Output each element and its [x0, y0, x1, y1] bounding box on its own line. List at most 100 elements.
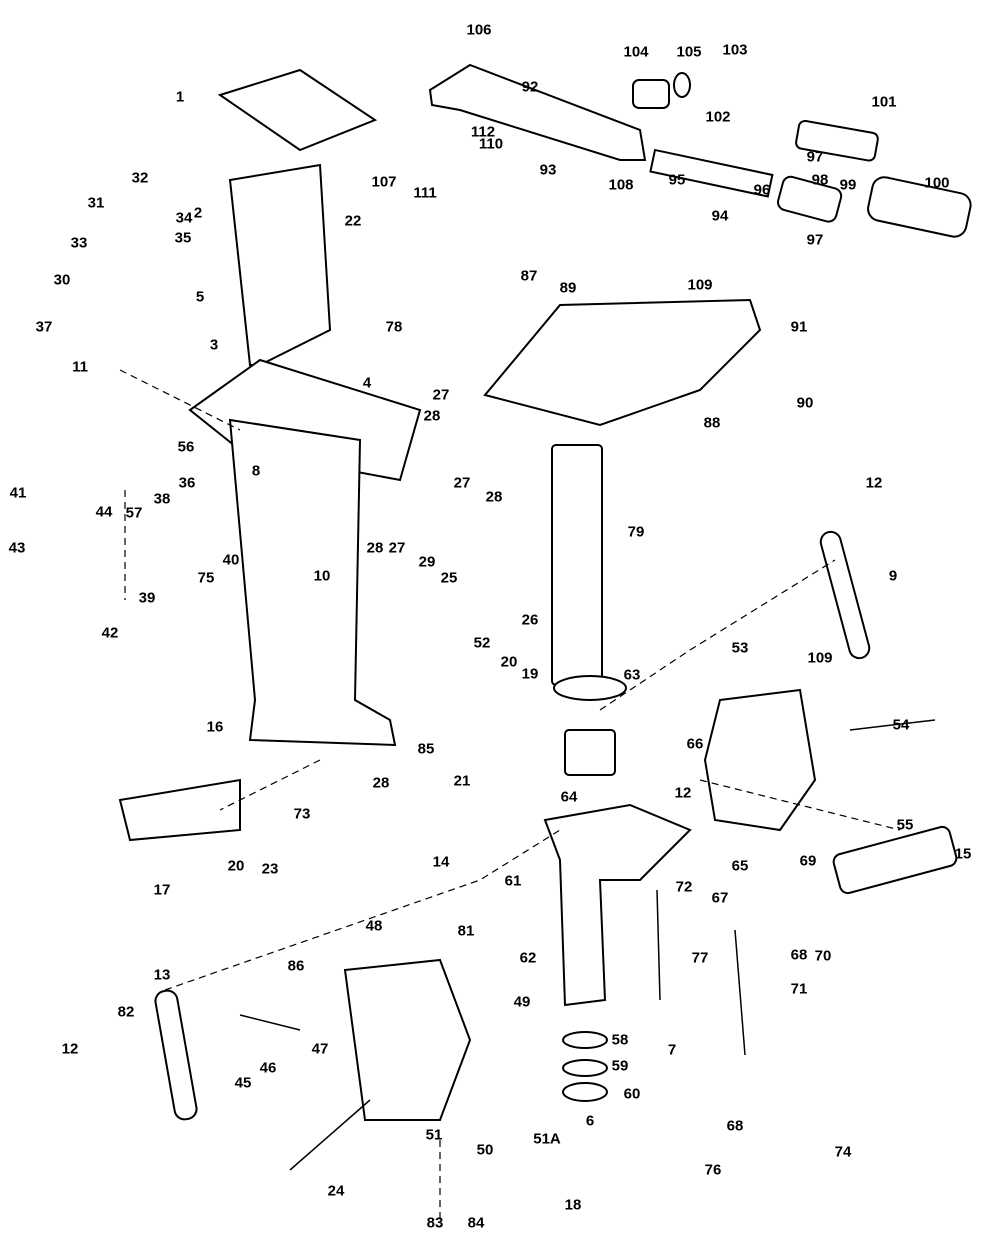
part-callout: 20	[227, 857, 245, 875]
part-callout: 95	[668, 171, 686, 189]
part-callout: 4	[362, 374, 372, 392]
throttle-housing-101	[795, 119, 879, 162]
part-callout: 17	[153, 881, 171, 899]
part-callout: 58	[611, 1031, 629, 1049]
part-callout: 73	[293, 805, 311, 823]
part-callout: 111	[413, 184, 437, 202]
part-callout: 40	[222, 551, 240, 569]
part-callout: 8	[251, 462, 261, 480]
part-callout: 23	[261, 860, 279, 878]
part-callout: 82	[117, 1003, 135, 1021]
rod-54	[849, 719, 936, 731]
part-callout: 97	[806, 148, 824, 166]
part-callout: 109	[687, 276, 713, 294]
part-callout: 28	[423, 407, 441, 425]
part-callout: 88	[703, 414, 721, 432]
part-callout: 97	[806, 231, 824, 249]
part-callout: 5	[195, 288, 205, 306]
part-callout: 7	[667, 1041, 677, 1059]
part-callout: 109	[807, 649, 833, 667]
part-callout: 53	[731, 639, 749, 657]
part-callout: 27	[432, 386, 450, 404]
part-callout: 25	[440, 569, 458, 587]
part-callout: 42	[101, 624, 119, 642]
o-ring-59	[562, 1059, 608, 1077]
part-callout: 83	[426, 1214, 444, 1232]
part-callout: 12	[674, 784, 692, 802]
part-callout: 87	[520, 267, 538, 285]
part-callout: 92	[521, 78, 539, 96]
part-callout: 45	[234, 1074, 252, 1092]
part-callout: 69	[799, 852, 817, 870]
part-callout: 93	[539, 161, 557, 179]
part-callout: 70	[814, 947, 832, 965]
o-ring-105	[673, 72, 691, 98]
part-callout: 86	[287, 957, 305, 975]
part-callout: 2	[193, 204, 203, 222]
part-callout: 55	[896, 816, 914, 834]
part-callout: 11	[72, 358, 88, 376]
part-callout: 26	[521, 611, 539, 629]
part-callout: 43	[8, 539, 26, 557]
part-callout: 44	[95, 503, 113, 521]
part-callout: 31	[87, 194, 105, 212]
part-callout: 74	[834, 1143, 852, 1161]
part-callout: 47	[311, 1040, 329, 1058]
part-callout: 59	[611, 1057, 629, 1075]
part-callout: 90	[796, 394, 814, 412]
part-callout: 22	[344, 212, 362, 230]
part-callout: 67	[711, 889, 729, 907]
steering-arm	[428, 63, 647, 161]
link-13	[154, 989, 198, 1121]
part-callout: 51A	[533, 1130, 561, 1148]
part-callout: 33	[70, 234, 88, 252]
part-callout: 38	[153, 490, 171, 508]
part-callout: 105	[676, 43, 702, 61]
part-callout: 12	[865, 474, 883, 492]
swivel-bracket	[543, 803, 692, 1007]
part-callout: 79	[627, 523, 645, 541]
gasket	[217, 68, 378, 152]
part-callout: 15	[954, 845, 972, 863]
part-callout: 27	[388, 539, 406, 557]
part-callout: 110	[478, 135, 504, 153]
part-callout: 34	[175, 209, 193, 227]
part-callout: 51	[425, 1126, 443, 1144]
exhaust-housing	[228, 163, 332, 366]
part-callout: 52	[473, 634, 491, 652]
part-callout: 20	[500, 653, 518, 671]
part-callout: 12	[61, 1040, 79, 1058]
part-callout: 21	[453, 772, 471, 790]
part-callout: 60	[623, 1085, 641, 1103]
part-callout: 41	[9, 484, 27, 502]
rod-77	[734, 929, 746, 1056]
part-callout: 107	[371, 173, 397, 191]
part-callout: 28	[485, 488, 503, 506]
part-callout: 68	[790, 946, 808, 964]
part-callout: 16	[206, 718, 224, 736]
part-callout: 77	[691, 949, 709, 967]
part-callout: 18	[564, 1196, 582, 1214]
part-callout: 13	[153, 966, 171, 984]
part-callout: 68	[726, 1117, 744, 1135]
part-callout: 64	[560, 788, 578, 806]
midsection-housing	[228, 418, 397, 747]
part-callout: 28	[372, 774, 390, 792]
part-callout: 100	[924, 174, 950, 192]
part-callout: 32	[131, 169, 149, 187]
part-callout: 37	[35, 318, 53, 336]
part-callout: 19	[521, 665, 539, 683]
part-callout: 103	[722, 41, 748, 59]
cover	[118, 778, 241, 842]
swivel-tube	[551, 444, 603, 686]
part-callout: 76	[704, 1161, 722, 1179]
alignment-line	[119, 369, 901, 1220]
ring-58	[562, 1031, 608, 1049]
part-callout: 94	[711, 207, 729, 225]
part-callout: 62	[519, 949, 537, 967]
part-callout: 91	[790, 318, 808, 336]
part-callout: 84	[467, 1214, 485, 1232]
link-9	[819, 530, 871, 660]
part-callout: 50	[476, 1141, 494, 1159]
